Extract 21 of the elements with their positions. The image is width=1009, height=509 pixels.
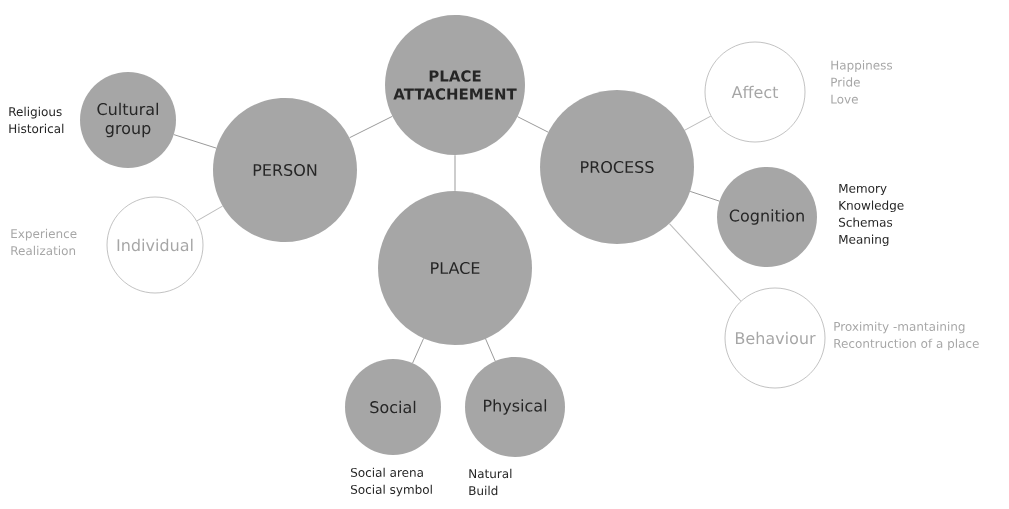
item-list: Social arena Social symbol [351,467,432,497]
node-label: Memory [839,183,887,196]
item-list: Proximity -mantaining Recontruction of a place [834,321,979,351]
connector-line [690,191,720,202]
connector-line [684,115,712,131]
connector-line [517,116,549,133]
connector-line [349,116,393,138]
node-label: Knowledge [839,200,904,213]
connector-line [454,155,456,191]
item-list: Happiness Pride Love [831,60,893,104]
node-label: Schemas [838,217,893,227]
connector-line [485,338,496,362]
item-list: Religious Historical [9,106,64,134]
node-label: Meaning [839,234,889,247]
connector-line [196,205,223,222]
item-list: Natural Build [469,468,512,496]
connector-line [412,338,424,364]
item-list: Experience Realization [11,228,77,256]
item-list: Memory Knowledge Schemas Meaning [839,183,904,247]
connector-line [173,134,217,149]
connector-line [668,223,742,302]
